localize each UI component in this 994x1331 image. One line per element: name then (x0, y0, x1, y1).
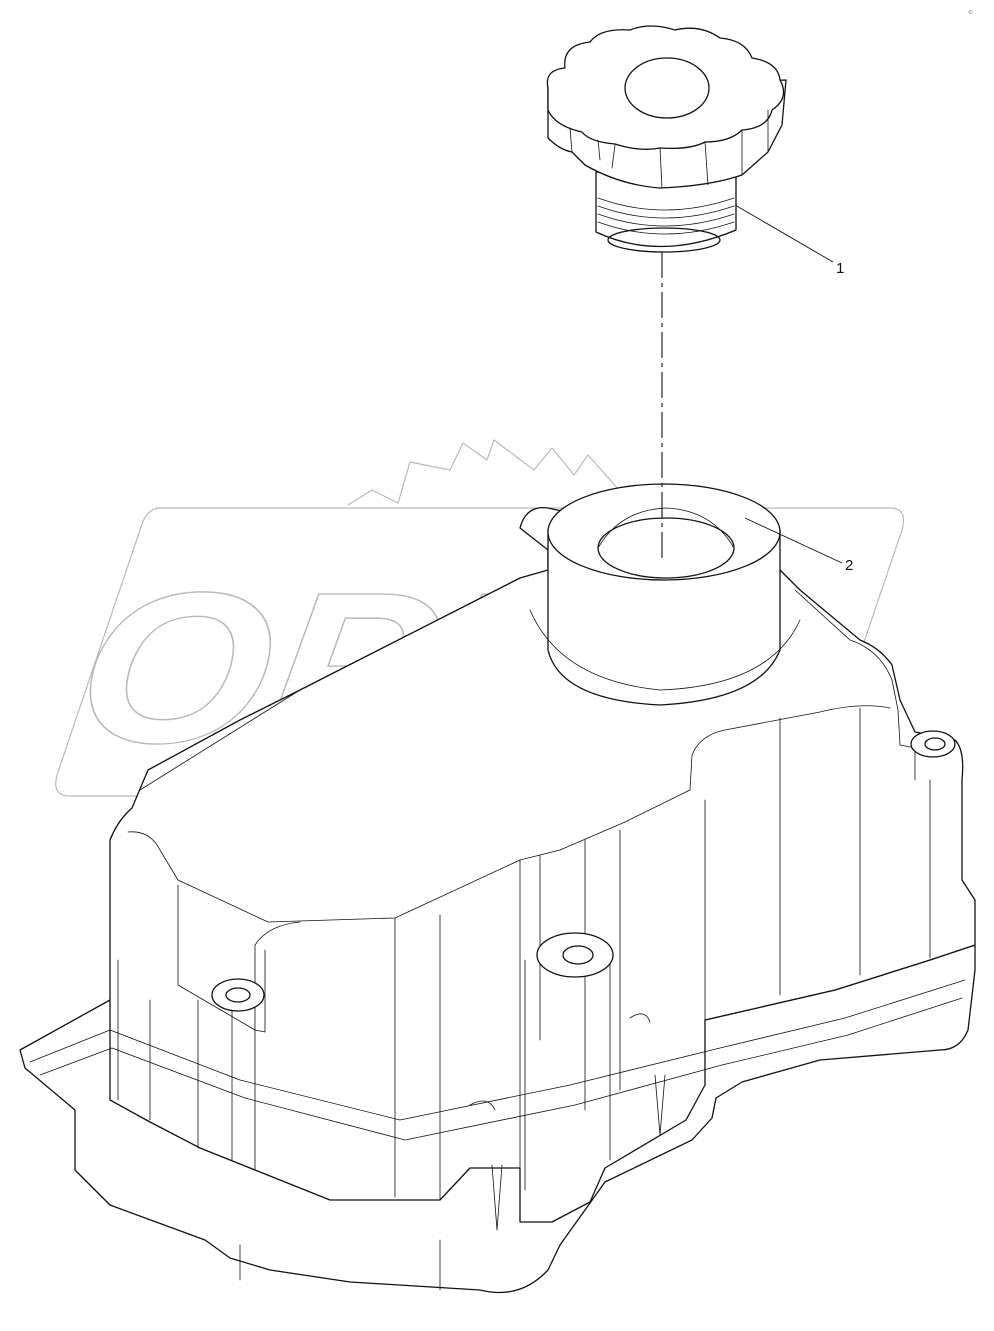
cap-top-disk (624, 57, 710, 119)
part-1-cap (546, 25, 787, 253)
cap-threads (597, 197, 735, 235)
callout-2-label: 2 (845, 557, 853, 574)
right-mounting-boss (910, 730, 956, 758)
left-mounting-boss (177, 884, 266, 1033)
callout-1-label: 1 (836, 260, 844, 277)
cap-knob-top (546, 25, 785, 150)
cap-thread-stem (595, 171, 737, 248)
housing-lower-band (29, 979, 966, 1141)
housing-drip-features (239, 1013, 666, 1291)
callout-2-leader (744, 517, 843, 564)
middle-mounting-boss (524, 932, 614, 1191)
cap-flute-lines (569, 109, 769, 189)
cap-stem-bottom (607, 227, 721, 253)
filler-neck (529, 483, 801, 706)
corner-copyright-mark: © (968, 9, 973, 16)
callout-1-leader (734, 204, 834, 263)
callout-1: 1 (734, 204, 844, 277)
callout-2: 2 (744, 517, 853, 574)
watermark-gear-top (347, 439, 629, 506)
housing-top-edge (127, 705, 891, 923)
part-2-housing (19, 483, 976, 1294)
